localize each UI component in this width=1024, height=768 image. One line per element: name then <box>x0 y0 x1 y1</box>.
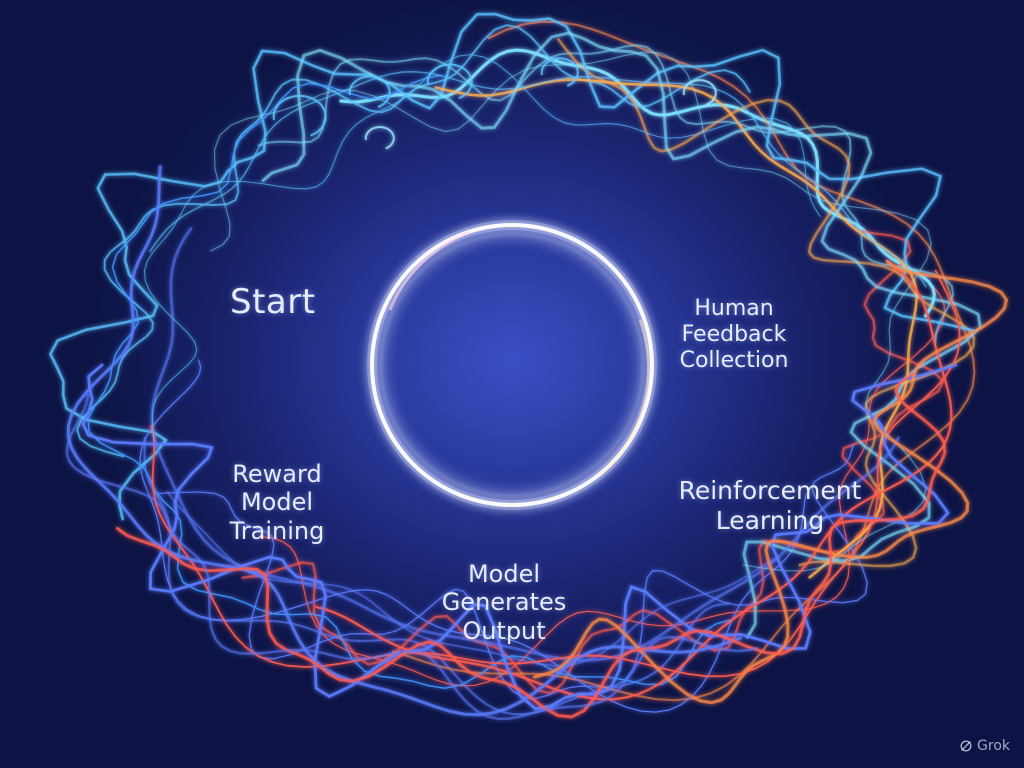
strand-path <box>87 74 733 689</box>
strand-path <box>81 363 958 711</box>
stage-label-line: Reward <box>232 460 322 488</box>
stage-label-line: Model <box>240 488 314 517</box>
strand-path <box>532 260 1009 705</box>
strand-path <box>115 372 947 719</box>
stage-label-line: Collection <box>679 347 789 373</box>
strand-curl <box>540 57 579 87</box>
stage-label-line: Reinforcement <box>678 476 862 505</box>
stage-label-human-feedback: Human Feedback Collection <box>672 296 796 374</box>
strand-path <box>65 393 759 721</box>
strand-path <box>48 12 977 521</box>
tangled-strands <box>48 12 1009 721</box>
strand-path <box>66 165 742 717</box>
stage-label-line: Model <box>467 560 541 588</box>
stage-label-start: Start <box>230 282 316 322</box>
strand-path <box>143 53 821 442</box>
stage-label-line: Generates <box>441 588 567 617</box>
stage-label-line: Human <box>694 296 774 321</box>
watermark-text: Grok <box>977 738 1010 754</box>
strand-path <box>150 227 900 662</box>
stage-label-line: Feedback <box>681 321 787 347</box>
strand-curl <box>348 75 391 108</box>
strand-path <box>391 20 976 702</box>
strand-path <box>149 70 927 288</box>
strand-curl <box>364 126 395 150</box>
watermark: Grok <box>959 738 1010 754</box>
stage-label-line: Training <box>229 516 325 545</box>
strand-curl <box>426 63 473 100</box>
strand-curl <box>682 79 717 106</box>
stage-label-reinforcement: Reinforcement Learning <box>660 476 880 535</box>
stage-label-line: Start <box>230 282 316 322</box>
strand-path <box>261 31 982 639</box>
stage-label-reward-model: Reward Model Training <box>218 460 336 545</box>
stage-label-model-output: Model Generates Output <box>420 560 588 645</box>
grok-logo-icon <box>960 740 972 752</box>
stage-label-line: Output <box>462 616 546 645</box>
central-ring <box>367 220 657 510</box>
strand-path <box>315 259 953 701</box>
stage-label-line: Learning <box>715 505 825 535</box>
strand-path <box>209 51 932 572</box>
strand-curl <box>272 94 327 137</box>
strand-path <box>139 359 807 713</box>
